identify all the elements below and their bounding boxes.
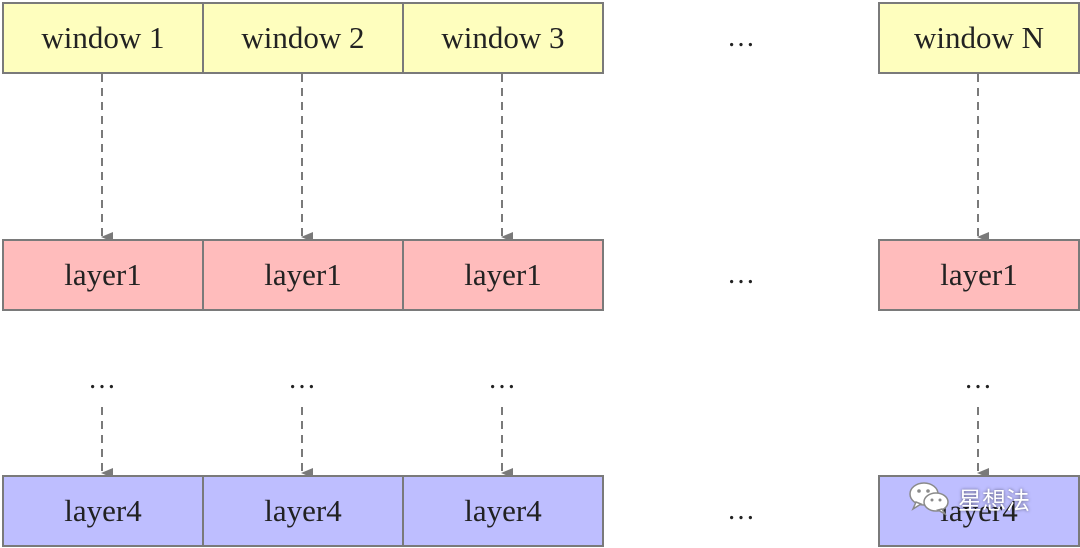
layer1-box-3: layer1 — [402, 239, 604, 311]
layer4-row-ellipsis: … — [727, 495, 755, 526]
watermark: 星想法 — [908, 480, 1030, 516]
col1-mid-ellipsis: … — [88, 364, 116, 395]
col2-mid-ellipsis: … — [288, 364, 316, 395]
layer1-box-n: layer1 — [878, 239, 1080, 311]
layer4-box-2: layer4 — [202, 475, 404, 547]
watermark-text: 星想法 — [958, 486, 1030, 515]
layer1-row-ellipsis: … — [727, 259, 755, 290]
layer4-box-1: layer4 — [2, 475, 204, 547]
col3-mid-ellipsis: … — [488, 364, 516, 395]
window-2-box: window 2 — [202, 2, 404, 74]
layer4-box-n: layer4 — [878, 475, 1080, 547]
layer1-box-1: layer1 — [2, 239, 204, 311]
layer1-box-2: layer1 — [202, 239, 404, 311]
colN-mid-ellipsis: … — [964, 364, 992, 395]
window-n-box: window N — [878, 2, 1080, 74]
window-row-ellipsis: … — [727, 22, 755, 53]
wechat-icon — [908, 480, 950, 516]
window-3-box: window 3 — [402, 2, 604, 74]
window-1-box: window 1 — [2, 2, 204, 74]
layer4-box-3: layer4 — [402, 475, 604, 547]
